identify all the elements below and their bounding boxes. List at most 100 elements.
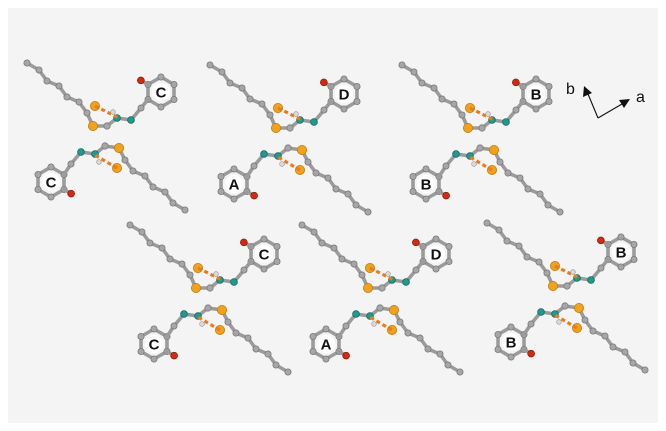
carbon-atom [264, 350, 272, 358]
carbon-atom [409, 173, 417, 181]
carbon-atom [309, 333, 317, 341]
carbon-atom [55, 82, 63, 90]
molecule [409, 144, 564, 216]
carbon-atom [523, 253, 531, 261]
carbon-atom [186, 271, 194, 279]
sulfur-atom [270, 122, 281, 133]
carbon-atom [597, 264, 605, 272]
molecule [398, 61, 553, 133]
molecule [483, 219, 638, 291]
sulfur-atom [488, 145, 499, 155]
carbon-atom [149, 183, 157, 191]
carbon-atom [338, 255, 346, 263]
oxygen-atom [342, 351, 350, 360]
hydrogen-atom [110, 109, 116, 115]
carbon-atom [169, 199, 177, 207]
carbon-atom [178, 260, 186, 268]
hydrogen-atom [279, 161, 285, 167]
molecule [34, 142, 189, 214]
ring-label-b: B [421, 177, 432, 194]
nitrogen-atom [587, 276, 595, 284]
carbon-atom [286, 124, 294, 132]
hydrogen-atom [556, 319, 562, 325]
axis-b-line [587, 93, 599, 119]
carbon-atom [617, 263, 625, 271]
carbon-atom [217, 188, 225, 196]
carbon-atom [342, 322, 350, 330]
carbon-atom [312, 169, 320, 177]
molecular-dimer [483, 219, 649, 374]
carbon-atom [47, 163, 55, 171]
carbon-atom [456, 368, 464, 376]
carbon-atom [157, 73, 165, 81]
molecular-dimer [206, 61, 372, 216]
carbon-atom [398, 61, 406, 69]
carbon-atom [432, 265, 440, 273]
dimer-geometry [298, 221, 464, 376]
carbon-atom [161, 188, 169, 196]
oxygen-atom [512, 78, 520, 87]
carbon-atom [515, 242, 523, 250]
carbon-atom [67, 160, 75, 168]
carbon-atom [260, 265, 268, 273]
hydrogen-bond [469, 106, 495, 122]
carbon-atom [166, 255, 174, 263]
sulfur-atom [388, 305, 399, 315]
carbon-atom [532, 105, 540, 113]
carbon-atom [320, 106, 328, 114]
carbon-atom [310, 228, 318, 236]
carbon-atom [495, 226, 503, 234]
ring-label-a: A [229, 177, 240, 194]
carbon-atom [516, 174, 524, 182]
carbon-atom [589, 327, 597, 335]
carbon-atom [138, 228, 146, 236]
carbon-atom [206, 284, 214, 292]
ring-label-b: B [531, 87, 542, 104]
carbon-atom [630, 241, 638, 249]
carbon-atom [422, 165, 430, 173]
carbon-atom [445, 243, 453, 251]
carbon-atom [543, 269, 551, 277]
sulfur-atom [296, 145, 307, 155]
ring-label-d: D [339, 87, 350, 104]
carbon-atom [157, 103, 165, 111]
hydrogen-atom [471, 161, 477, 167]
carbon-atom [324, 174, 332, 182]
carbon-atom [512, 106, 520, 114]
carbon-atom [150, 355, 158, 363]
hydrogen-atom [213, 271, 219, 277]
dimer-geometry [126, 221, 292, 376]
molecular-dimer [398, 61, 564, 216]
oxygen-atom [250, 191, 258, 200]
carbon-atom [527, 320, 535, 328]
carbon-atom [273, 243, 281, 251]
hydrogen-atom [293, 111, 299, 117]
carbon-atom [416, 334, 424, 342]
ring-label-background [527, 85, 545, 103]
carbon-atom [272, 361, 280, 369]
carbon-atom [224, 318, 232, 326]
carbon-atom [376, 304, 384, 312]
carbon-atom [507, 323, 515, 331]
ring-label-background [502, 333, 520, 351]
nitrogen-atom [502, 118, 510, 126]
hydrogen-atom [96, 159, 102, 165]
hydrogen-bond [277, 106, 303, 122]
oxygen-atom [442, 191, 450, 200]
sulfur-atom [573, 303, 584, 313]
oxygen-atom [597, 236, 605, 245]
carbon-atom [494, 331, 502, 339]
carbon-atom [629, 359, 637, 367]
carbon-atom [218, 68, 226, 76]
carbon-atom [412, 266, 420, 274]
carbon-atom [244, 334, 252, 342]
carbon-atom [353, 98, 361, 106]
nitrogen-atom [452, 150, 460, 158]
carbon-atom [318, 239, 326, 247]
carbon-atom [322, 355, 330, 363]
sulfur-atom [216, 305, 227, 315]
dimer-geometry [206, 61, 372, 216]
diagram-background [8, 8, 658, 423]
hydrogen-bond [275, 154, 301, 172]
